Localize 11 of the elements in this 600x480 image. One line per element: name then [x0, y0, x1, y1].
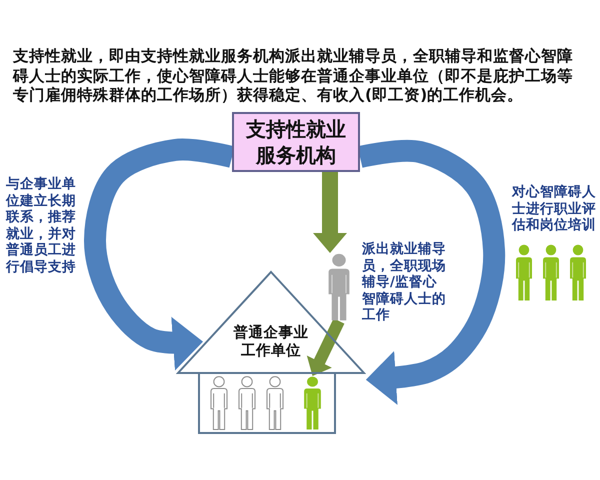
- node-label: 支持性就业服务机构: [244, 116, 347, 168]
- agency-box: [232, 112, 360, 172]
- node-label: 普通企事业工作单位: [232, 324, 310, 360]
- edge-label: 与企事业单位建立长期联系，推荐就业，并对普通员工进行倡导支持: [6, 176, 77, 275]
- arrow: [313, 172, 347, 253]
- arrow: [306, 318, 344, 376]
- person-icon: [326, 253, 352, 321]
- annotation-text: 派出就业辅导员，全职现场辅导/监督心智障碍人士的工作: [362, 241, 447, 324]
- edge-label: 对心智障碍人士进行职业评估和岗位培训: [512, 184, 596, 234]
- person-icon: [302, 376, 323, 430]
- intro-paragraph: 支持性就业，即由支持性就业服务机构派出就业辅导员，全职辅导和监督心智障碍人士的实际工作，使心智障碍人士能够在普通企事业单位（即不是庇护工场等专门雇佣特殊群体的工作场所）获得稳定、有收入(即工资)的工作机会。: [13, 47, 574, 106]
